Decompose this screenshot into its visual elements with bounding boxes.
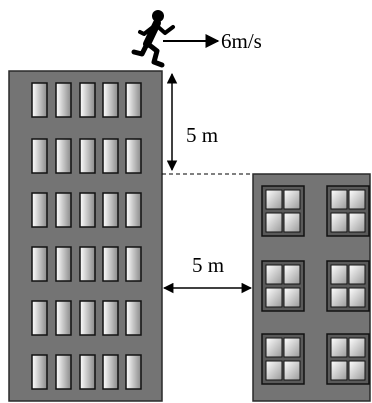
window-pane bbox=[79, 138, 96, 174]
height-label: 5 m bbox=[186, 123, 218, 147]
window-pane bbox=[55, 192, 72, 228]
window-pane bbox=[125, 354, 142, 390]
window-pane bbox=[102, 246, 119, 282]
window-4pane bbox=[326, 185, 370, 237]
window-pane bbox=[79, 246, 96, 282]
short-building-windows bbox=[261, 185, 370, 385]
window-pane bbox=[79, 300, 96, 336]
window-pane bbox=[55, 246, 72, 282]
window-pane bbox=[31, 138, 48, 174]
window-pane bbox=[102, 354, 119, 390]
window-pane bbox=[79, 82, 96, 118]
gap-label: 5 m bbox=[192, 253, 224, 277]
window-pane bbox=[102, 82, 119, 118]
window-pane bbox=[125, 138, 142, 174]
window-4pane bbox=[326, 333, 370, 385]
window-pane bbox=[102, 192, 119, 228]
tall-building-windows bbox=[31, 82, 142, 390]
window-pane bbox=[79, 354, 96, 390]
window-pane bbox=[55, 82, 72, 118]
window-pane bbox=[125, 192, 142, 228]
running-person-icon bbox=[131, 10, 175, 68]
window-pane bbox=[55, 138, 72, 174]
window-4pane bbox=[326, 260, 370, 312]
window-4pane bbox=[261, 260, 305, 312]
window-pane bbox=[55, 354, 72, 390]
tall-building bbox=[8, 70, 163, 402]
window-pane bbox=[102, 300, 119, 336]
window-pane bbox=[125, 82, 142, 118]
speed-label: 6m/s bbox=[221, 29, 262, 53]
window-pane bbox=[125, 300, 142, 336]
tall-building-body bbox=[8, 70, 163, 402]
window-pane bbox=[31, 354, 48, 390]
window-pane bbox=[31, 300, 48, 336]
window-pane bbox=[31, 82, 48, 118]
window-pane bbox=[31, 246, 48, 282]
window-pane bbox=[102, 138, 119, 174]
window-pane bbox=[55, 300, 72, 336]
window-pane bbox=[31, 192, 48, 228]
window-4pane bbox=[261, 185, 305, 237]
window-4pane bbox=[261, 333, 305, 385]
short-building bbox=[252, 173, 371, 402]
window-pane bbox=[125, 246, 142, 282]
window-pane bbox=[79, 192, 96, 228]
